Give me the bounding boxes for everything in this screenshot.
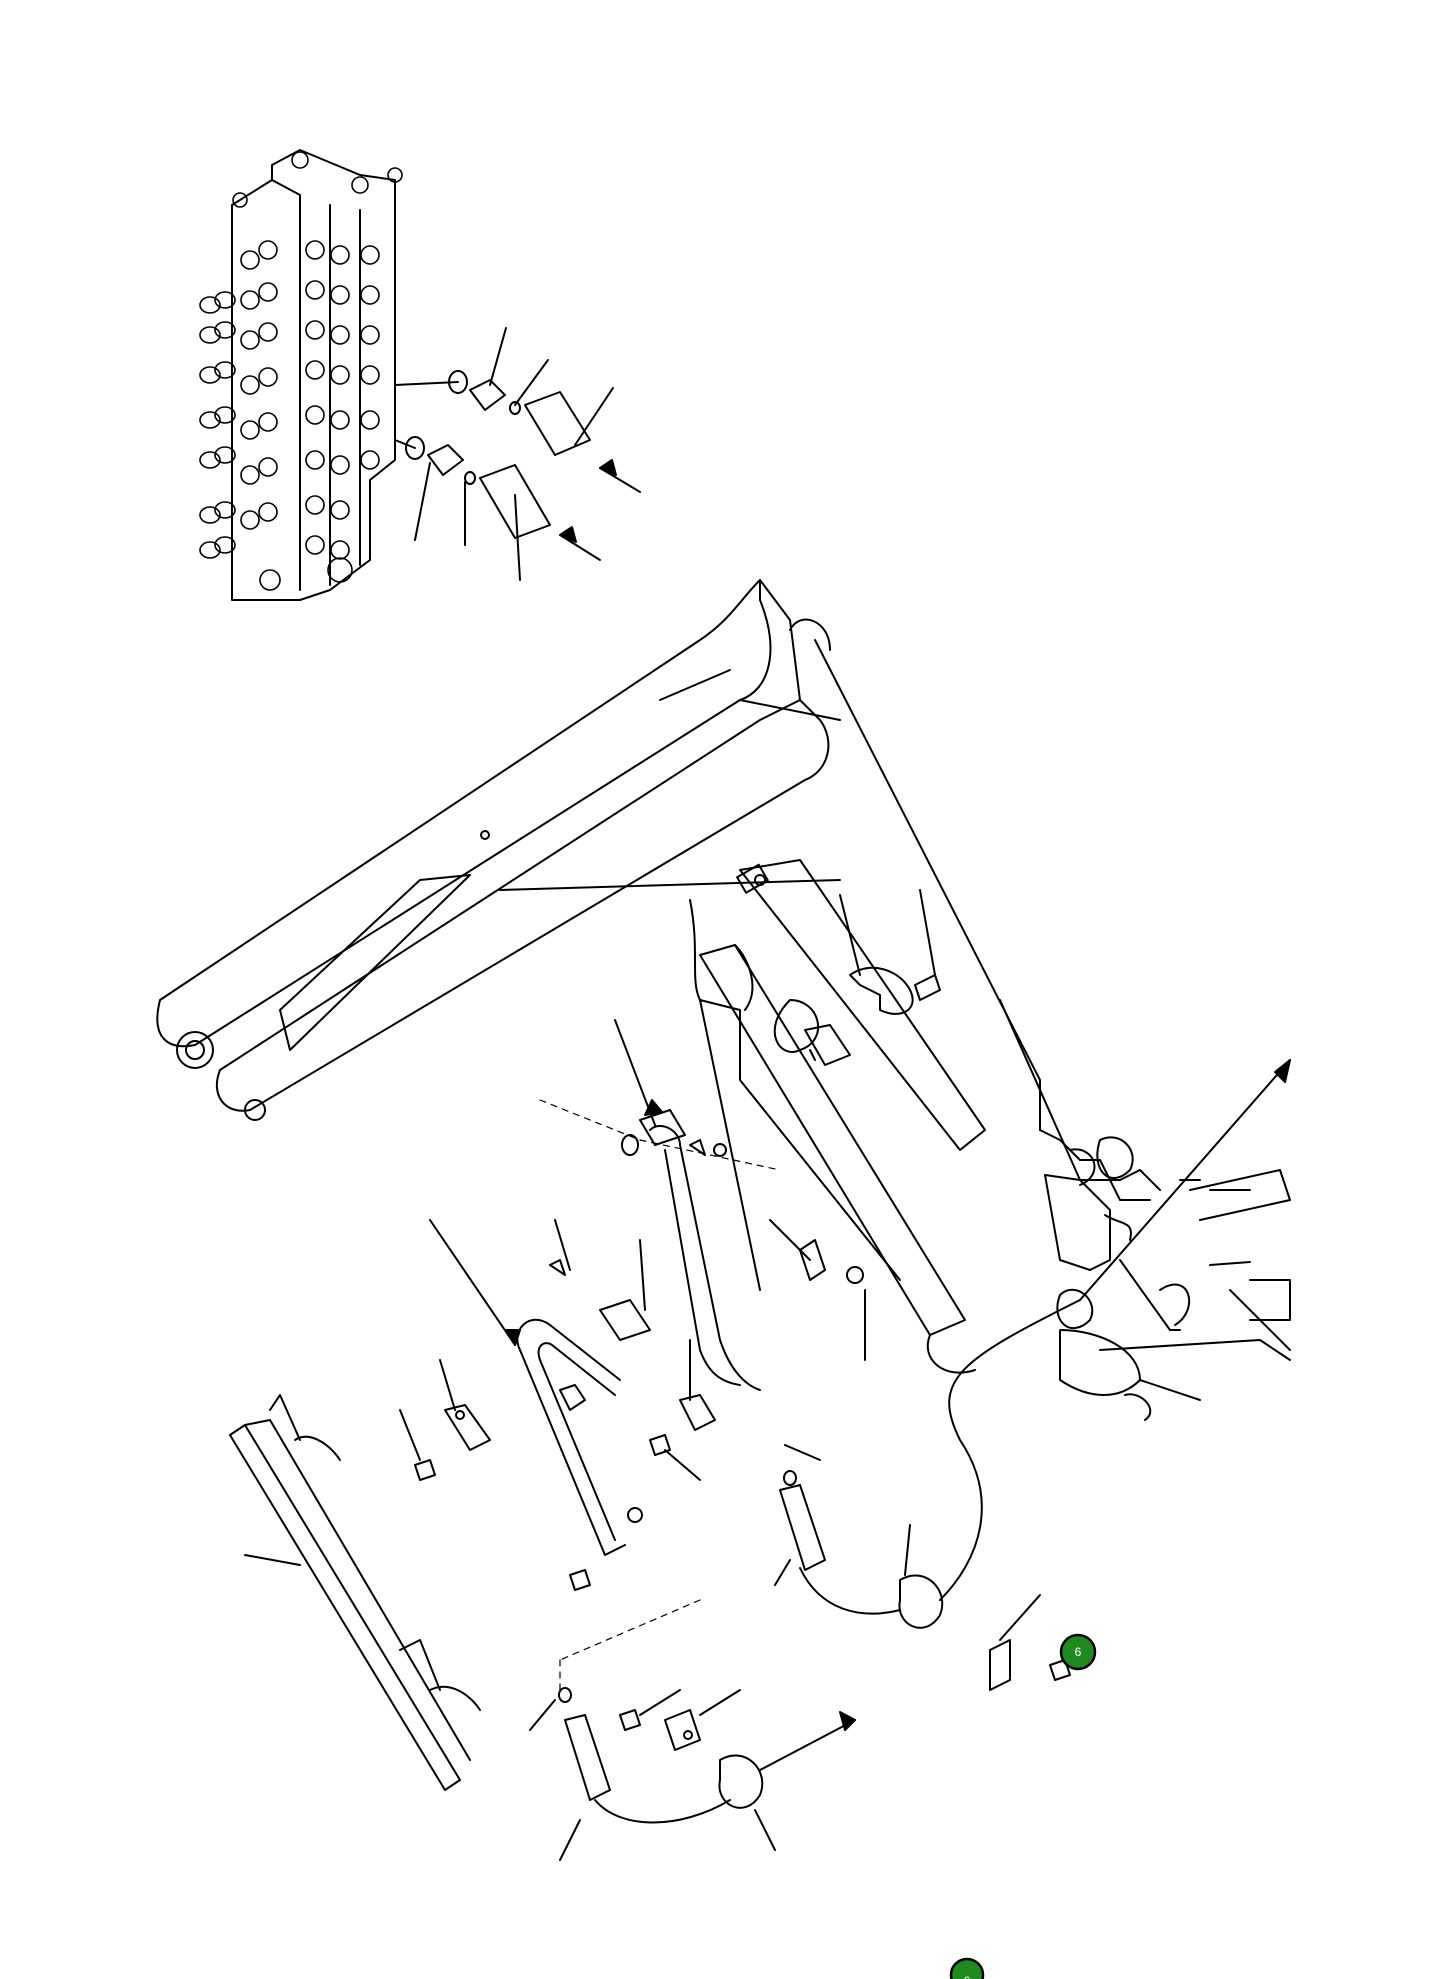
routing-arrow	[1079, 1059, 1291, 1301]
route-lines	[539, 1099, 781, 1696]
boom-arm	[156, 579, 1121, 1291]
hose-assembly-right	[774, 1299, 1081, 1629]
hose-clamp	[839, 889, 941, 1015]
bracket-mid	[649, 1339, 716, 1481]
control-valve-block	[199, 149, 403, 601]
callout-label: 6	[964, 1974, 971, 1979]
bracket-left	[399, 1359, 491, 1481]
bracket-upper	[549, 1219, 651, 1341]
u-pipe	[429, 1219, 643, 1591]
pipe-assembly	[614, 1019, 761, 1391]
callout-badge-6[interactable]: 6	[1059, 1633, 1097, 1671]
hose-assembly-left	[529, 1687, 856, 1861]
lift-cylinder	[699, 944, 976, 1374]
callout-label: 6	[1075, 1645, 1082, 1659]
chassis-frame	[1039, 1129, 1291, 1421]
valve-port-fittings	[394, 327, 641, 581]
bracket-lower	[619, 1689, 741, 1751]
callout-badge-6-partial[interactable]: 6	[949, 1957, 985, 1979]
pipe-clamp	[769, 1219, 866, 1361]
guard-rail	[229, 1394, 481, 1791]
